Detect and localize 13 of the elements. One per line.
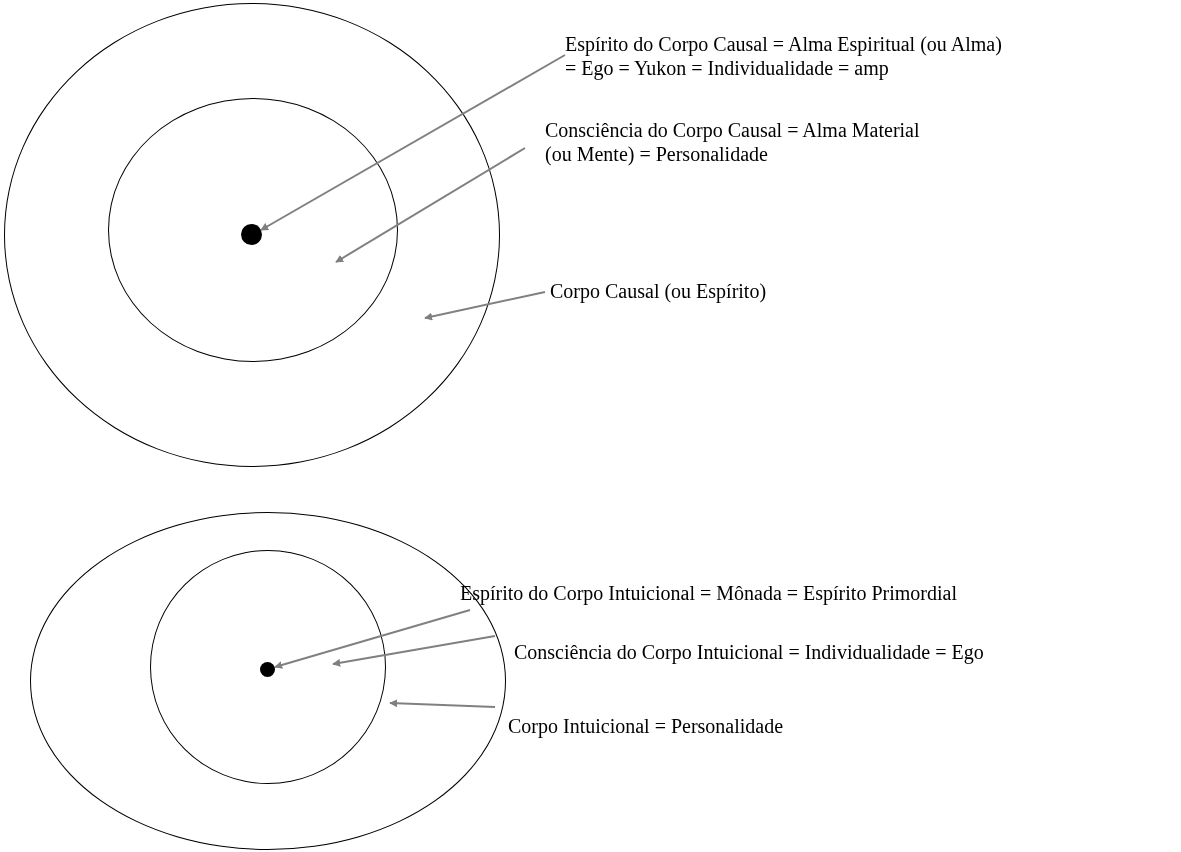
leader-line (260, 54, 566, 231)
annotation-text: Corpo Causal (ou Espírito) (550, 279, 850, 303)
annotation-text: Corpo Intuicional = Personalidade (508, 714, 908, 738)
leader-line (424, 291, 546, 321)
leader-line (332, 635, 496, 667)
leader-line (274, 609, 471, 669)
leader-line (389, 699, 496, 708)
annotation-text: Espírito do Corpo Causal = Alma Espiritual (ou Alma) = Ego = Yukon = Individualidade = amp (565, 32, 1015, 80)
leader-line (335, 147, 526, 263)
annotation-text: Consciência do Corpo Intuicional = Individualidade = Ego (514, 640, 1174, 664)
center-dot (260, 662, 275, 677)
annotation-text: Consciência do Corpo Causal = Alma Material (ou Mente) = Personalidade (545, 118, 925, 166)
center-dot (241, 224, 262, 245)
